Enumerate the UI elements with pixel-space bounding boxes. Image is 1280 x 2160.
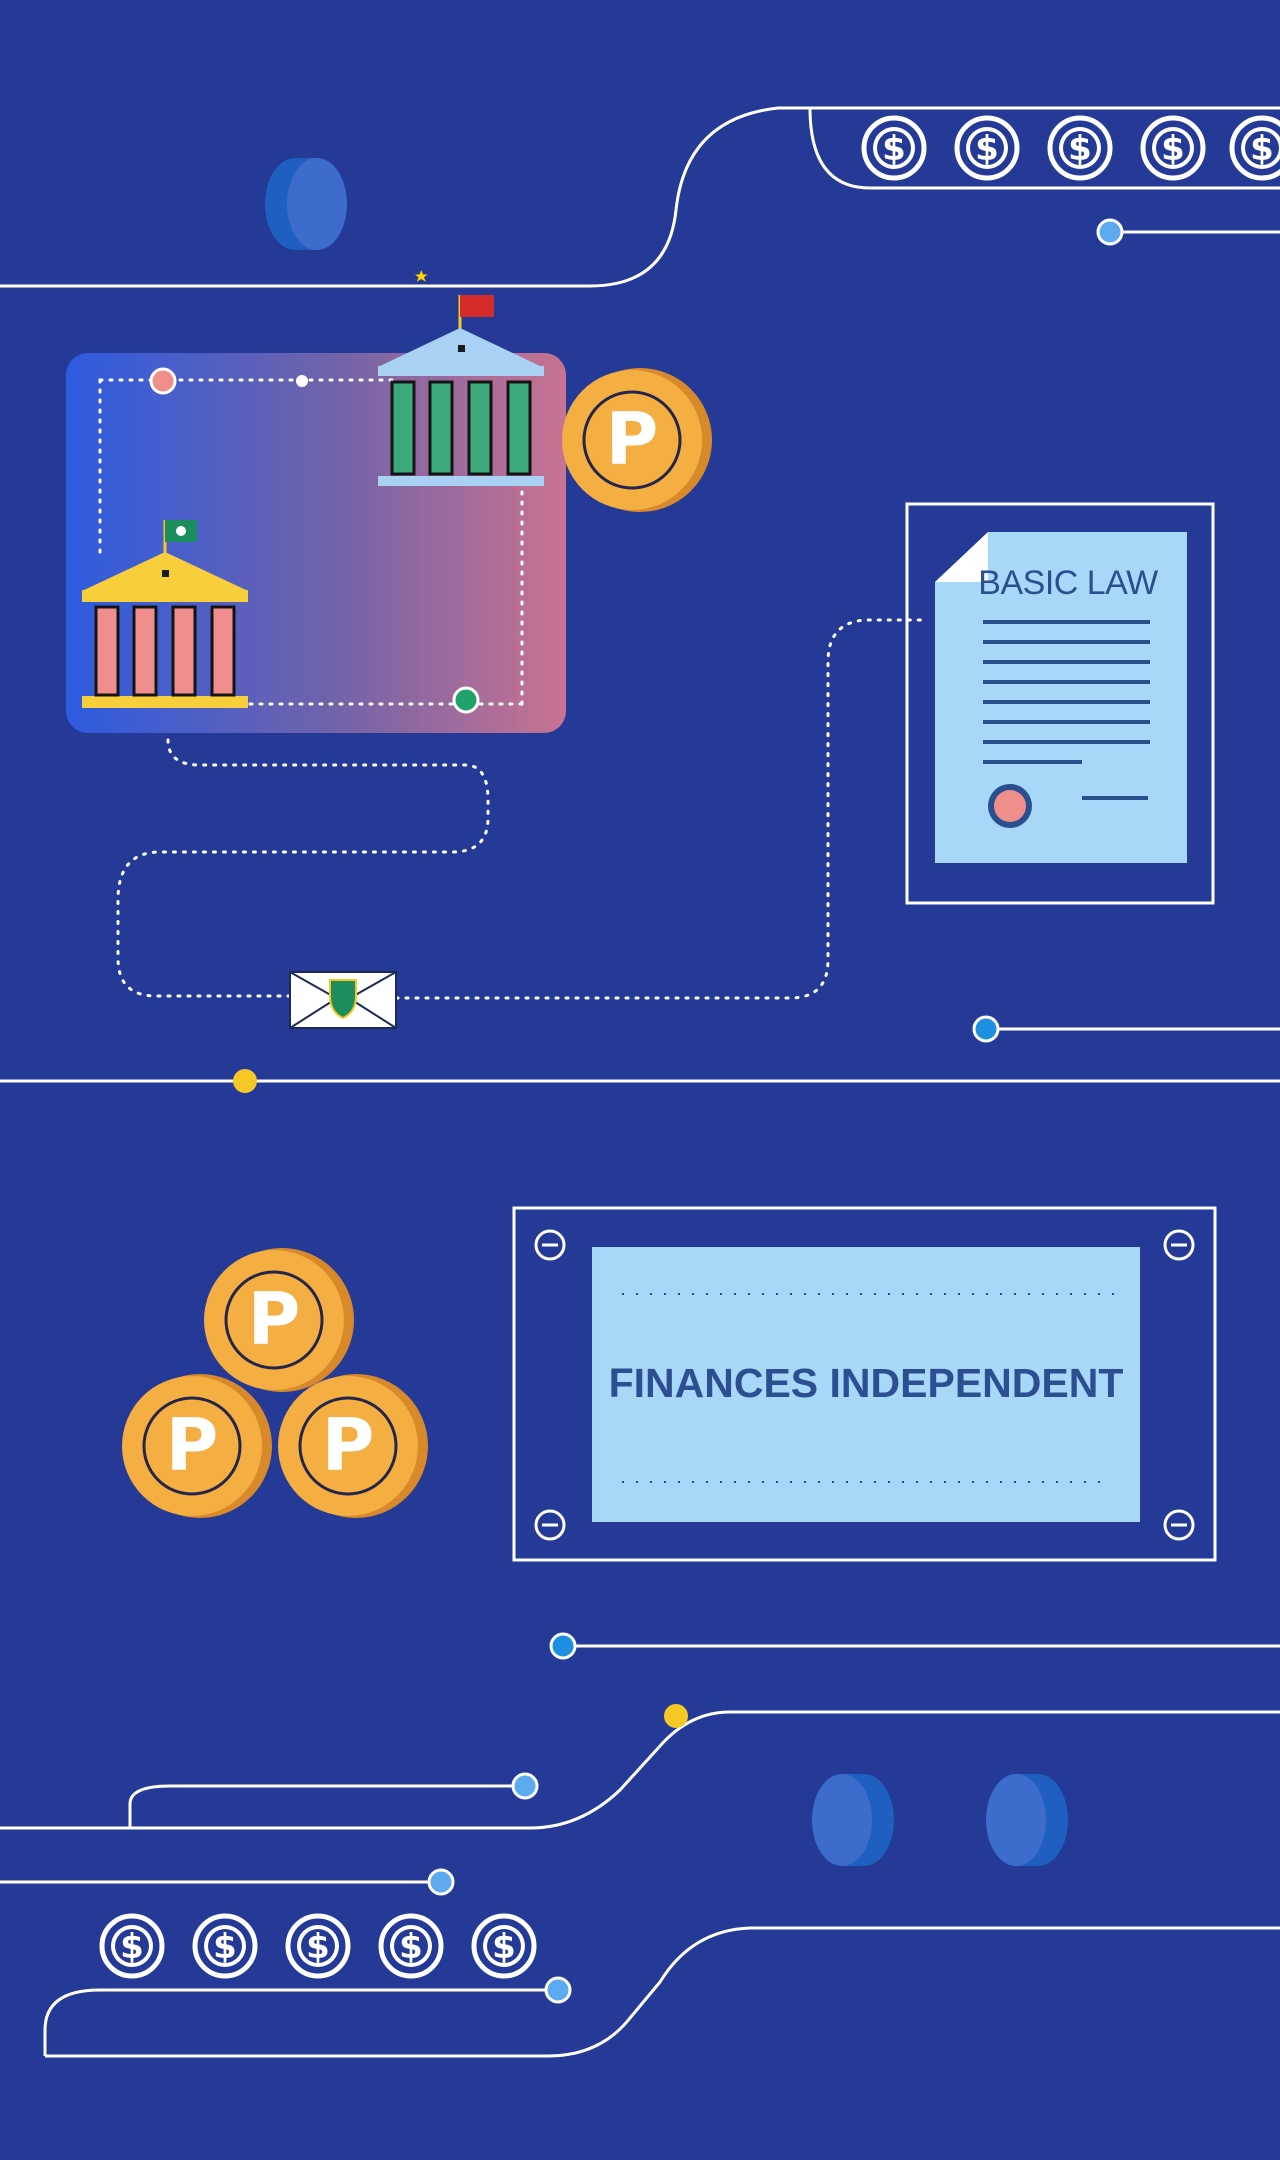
p-coin-icon: P: [560, 366, 714, 514]
svg-text:$: $: [213, 1927, 237, 1967]
panel-plate: [592, 1247, 1140, 1522]
envelope-icon: [289, 971, 397, 1029]
dollar-token-icon: $: [1050, 118, 1110, 178]
panel-frame: [512, 1206, 1217, 1562]
screw-head-icon: [534, 1509, 566, 1541]
circuit-node: [1096, 218, 1124, 246]
legal-document-icon: [935, 532, 1187, 863]
bottom-circuit-lines: [0, 1644, 1280, 2058]
svg-text:$: $: [882, 129, 906, 169]
disc-icon: [812, 1774, 894, 1866]
dollar-token-icon: $: [102, 1916, 162, 1976]
svg-text:$: $: [120, 1927, 144, 1967]
dollar-token-icon: $: [864, 118, 924, 178]
disc-icon: [986, 1774, 1068, 1866]
p-coin-icon: P: [276, 1372, 430, 1520]
p-coin-icon: P: [120, 1372, 274, 1520]
svg-text:P: P: [166, 1403, 219, 1487]
dollar-token-row-top: $ $ $ $ $: [864, 118, 1280, 178]
seal-stamp-icon: [988, 784, 1032, 828]
panel-label: FINANCES INDEPENDENT: [609, 1360, 1124, 1406]
svg-text:$: $: [1068, 129, 1092, 169]
circuit-node-yellow: [664, 1704, 688, 1728]
svg-text:$: $: [306, 1927, 330, 1967]
document-text-lines: [983, 620, 1150, 800]
dollar-token-icon: $: [195, 1916, 255, 1976]
svg-text:P: P: [606, 397, 659, 481]
svg-text:P: P: [322, 1403, 375, 1487]
dollar-token-icon: $: [1232, 118, 1280, 178]
svg-text:$: $: [492, 1927, 516, 1967]
screw-head-icon: [1163, 1509, 1195, 1541]
flag-icon: [165, 520, 197, 542]
circuit-node: [544, 1976, 572, 2004]
document-frame: [905, 502, 1215, 905]
screw-head-icon: [1163, 1229, 1195, 1261]
circuit-node-yellow: [233, 1069, 257, 1093]
p-coin-icon: P: [202, 1246, 356, 1394]
circuit-node: [549, 1632, 577, 1660]
circuit-node: [511, 1772, 539, 1800]
government-building-icon: [378, 270, 544, 486]
svg-text:$: $: [1250, 129, 1274, 169]
route-node-small: [296, 375, 308, 387]
route-path-to-document: [394, 618, 930, 1000]
screw-head-icon: [534, 1229, 566, 1261]
route-node-pink: [149, 367, 177, 395]
top-circuit-lines: [0, 106, 1280, 288]
dollar-token-icon: $: [381, 1916, 441, 1976]
government-building-icon: [82, 520, 248, 708]
dollar-token-icon: $: [288, 1916, 348, 1976]
svg-text:$: $: [1161, 129, 1185, 169]
disc-icon: [265, 158, 347, 250]
flag-icon: [415, 270, 494, 317]
circuit-node: [427, 1868, 455, 1896]
dollar-token-icon: $: [1143, 118, 1203, 178]
shield-icon: [329, 979, 357, 1020]
svg-text:$: $: [975, 129, 999, 169]
document-title: BASIC LAW: [978, 564, 1158, 602]
route-node-green: [452, 686, 480, 714]
dollar-token-icon: $: [474, 1916, 534, 1976]
svg-text:$: $: [399, 1927, 423, 1967]
dollar-token-row-bottom: $ $ $ $ $: [102, 1916, 534, 1976]
circuit-node: [972, 1015, 1000, 1043]
dollar-token-icon: $: [957, 118, 1017, 178]
svg-text:P: P: [248, 1277, 301, 1361]
